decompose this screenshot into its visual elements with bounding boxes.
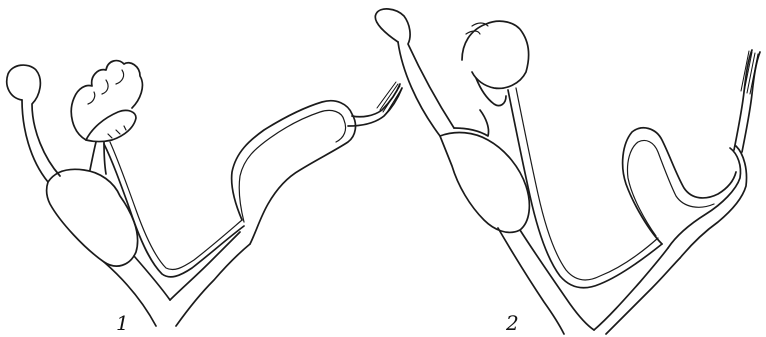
fig2-right-branch	[594, 248, 680, 334]
fig1-gland	[47, 169, 138, 266]
figure-1-label: 1	[116, 311, 129, 335]
fig2-loop	[623, 128, 736, 244]
fig1-stalk-inner	[22, 100, 48, 182]
fig2-sheath-upper	[680, 146, 747, 258]
fig1-connector	[90, 142, 106, 174]
fig2-stalk	[398, 42, 440, 136]
figure-1-drawing	[7, 61, 402, 326]
fig1-right-branch	[170, 232, 250, 326]
fig2-loop-inner	[627, 140, 714, 236]
figure-2-drawing	[375, 9, 760, 334]
fig1-duct	[104, 144, 244, 277]
fig2-duct-inner	[516, 88, 658, 280]
fig1-sheath	[232, 101, 356, 244]
fig2-bulb	[375, 9, 454, 128]
fig2-gland	[440, 133, 529, 233]
fig1-sheath-inner	[239, 110, 345, 222]
fig2-duct	[508, 90, 662, 288]
figure-2-label: 2	[505, 311, 519, 335]
